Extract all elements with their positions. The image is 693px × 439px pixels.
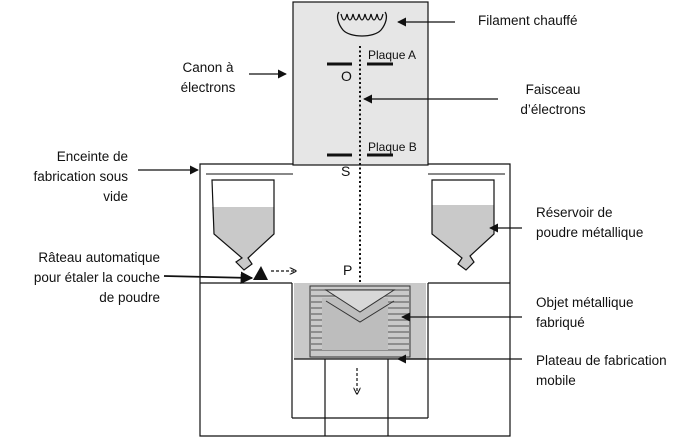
label-faisceau-line2: d’électrons [520, 102, 586, 117]
label-objet: Objet métallique fabriqué [536, 293, 634, 333]
label-canon: Canon à électrons [158, 58, 258, 98]
label-point-s: S [341, 163, 351, 179]
label-reservoir-line2: poudre métallique [536, 225, 644, 240]
arrow-rateau [163, 271, 254, 285]
label-filament: Filament chauffé [478, 13, 578, 28]
label-enceinte-line3: vide [103, 189, 128, 204]
label-point-p: P [343, 262, 353, 278]
label-reservoir-line1: Réservoir de [536, 205, 613, 220]
label-enceinte-line1: Enceinte de [56, 149, 128, 164]
metal-object [309, 285, 411, 358]
label-plateau: Plateau de fabrication mobile [536, 351, 667, 391]
label-rateau-line2: pour étaler la couche [33, 270, 160, 285]
label-plateau-line1: Plateau de fabrication [536, 353, 667, 368]
right-powder-reservoir [431, 179, 495, 271]
label-canon-line2: électrons [180, 80, 236, 95]
vacuum-chamber-wall [199, 163, 511, 437]
label-rateau-line1: Râteau automatique [38, 250, 160, 265]
label-enceinte: Enceinte de fabrication sous vide [2, 147, 128, 207]
label-objet-line1: Objet métallique [536, 295, 634, 310]
label-faisceau-line1: Faisceau [525, 82, 581, 97]
label-canon-line1: Canon à [182, 60, 234, 75]
label-plaque-a: Plaque A [368, 48, 417, 62]
label-enceinte-line2: fabrication sous [33, 169, 128, 184]
label-objet-line2: fabriqué [536, 315, 585, 330]
label-rateau: Râteau automatique pour étaler la couche… [0, 248, 160, 308]
label-faisceau: Faisceau d’électrons [488, 80, 618, 120]
label-rateau-line3: de poudre [99, 290, 160, 305]
label-reservoir: Réservoir de poudre métallique [536, 203, 643, 243]
label-point-o: O [341, 68, 352, 84]
filament-coil-icon [336, 11, 388, 37]
left-powder-reservoir [211, 179, 275, 271]
rake-icon [253, 266, 268, 280]
label-plaque-b: Plaque B [368, 140, 417, 154]
label-plateau-line2: mobile [536, 373, 576, 388]
